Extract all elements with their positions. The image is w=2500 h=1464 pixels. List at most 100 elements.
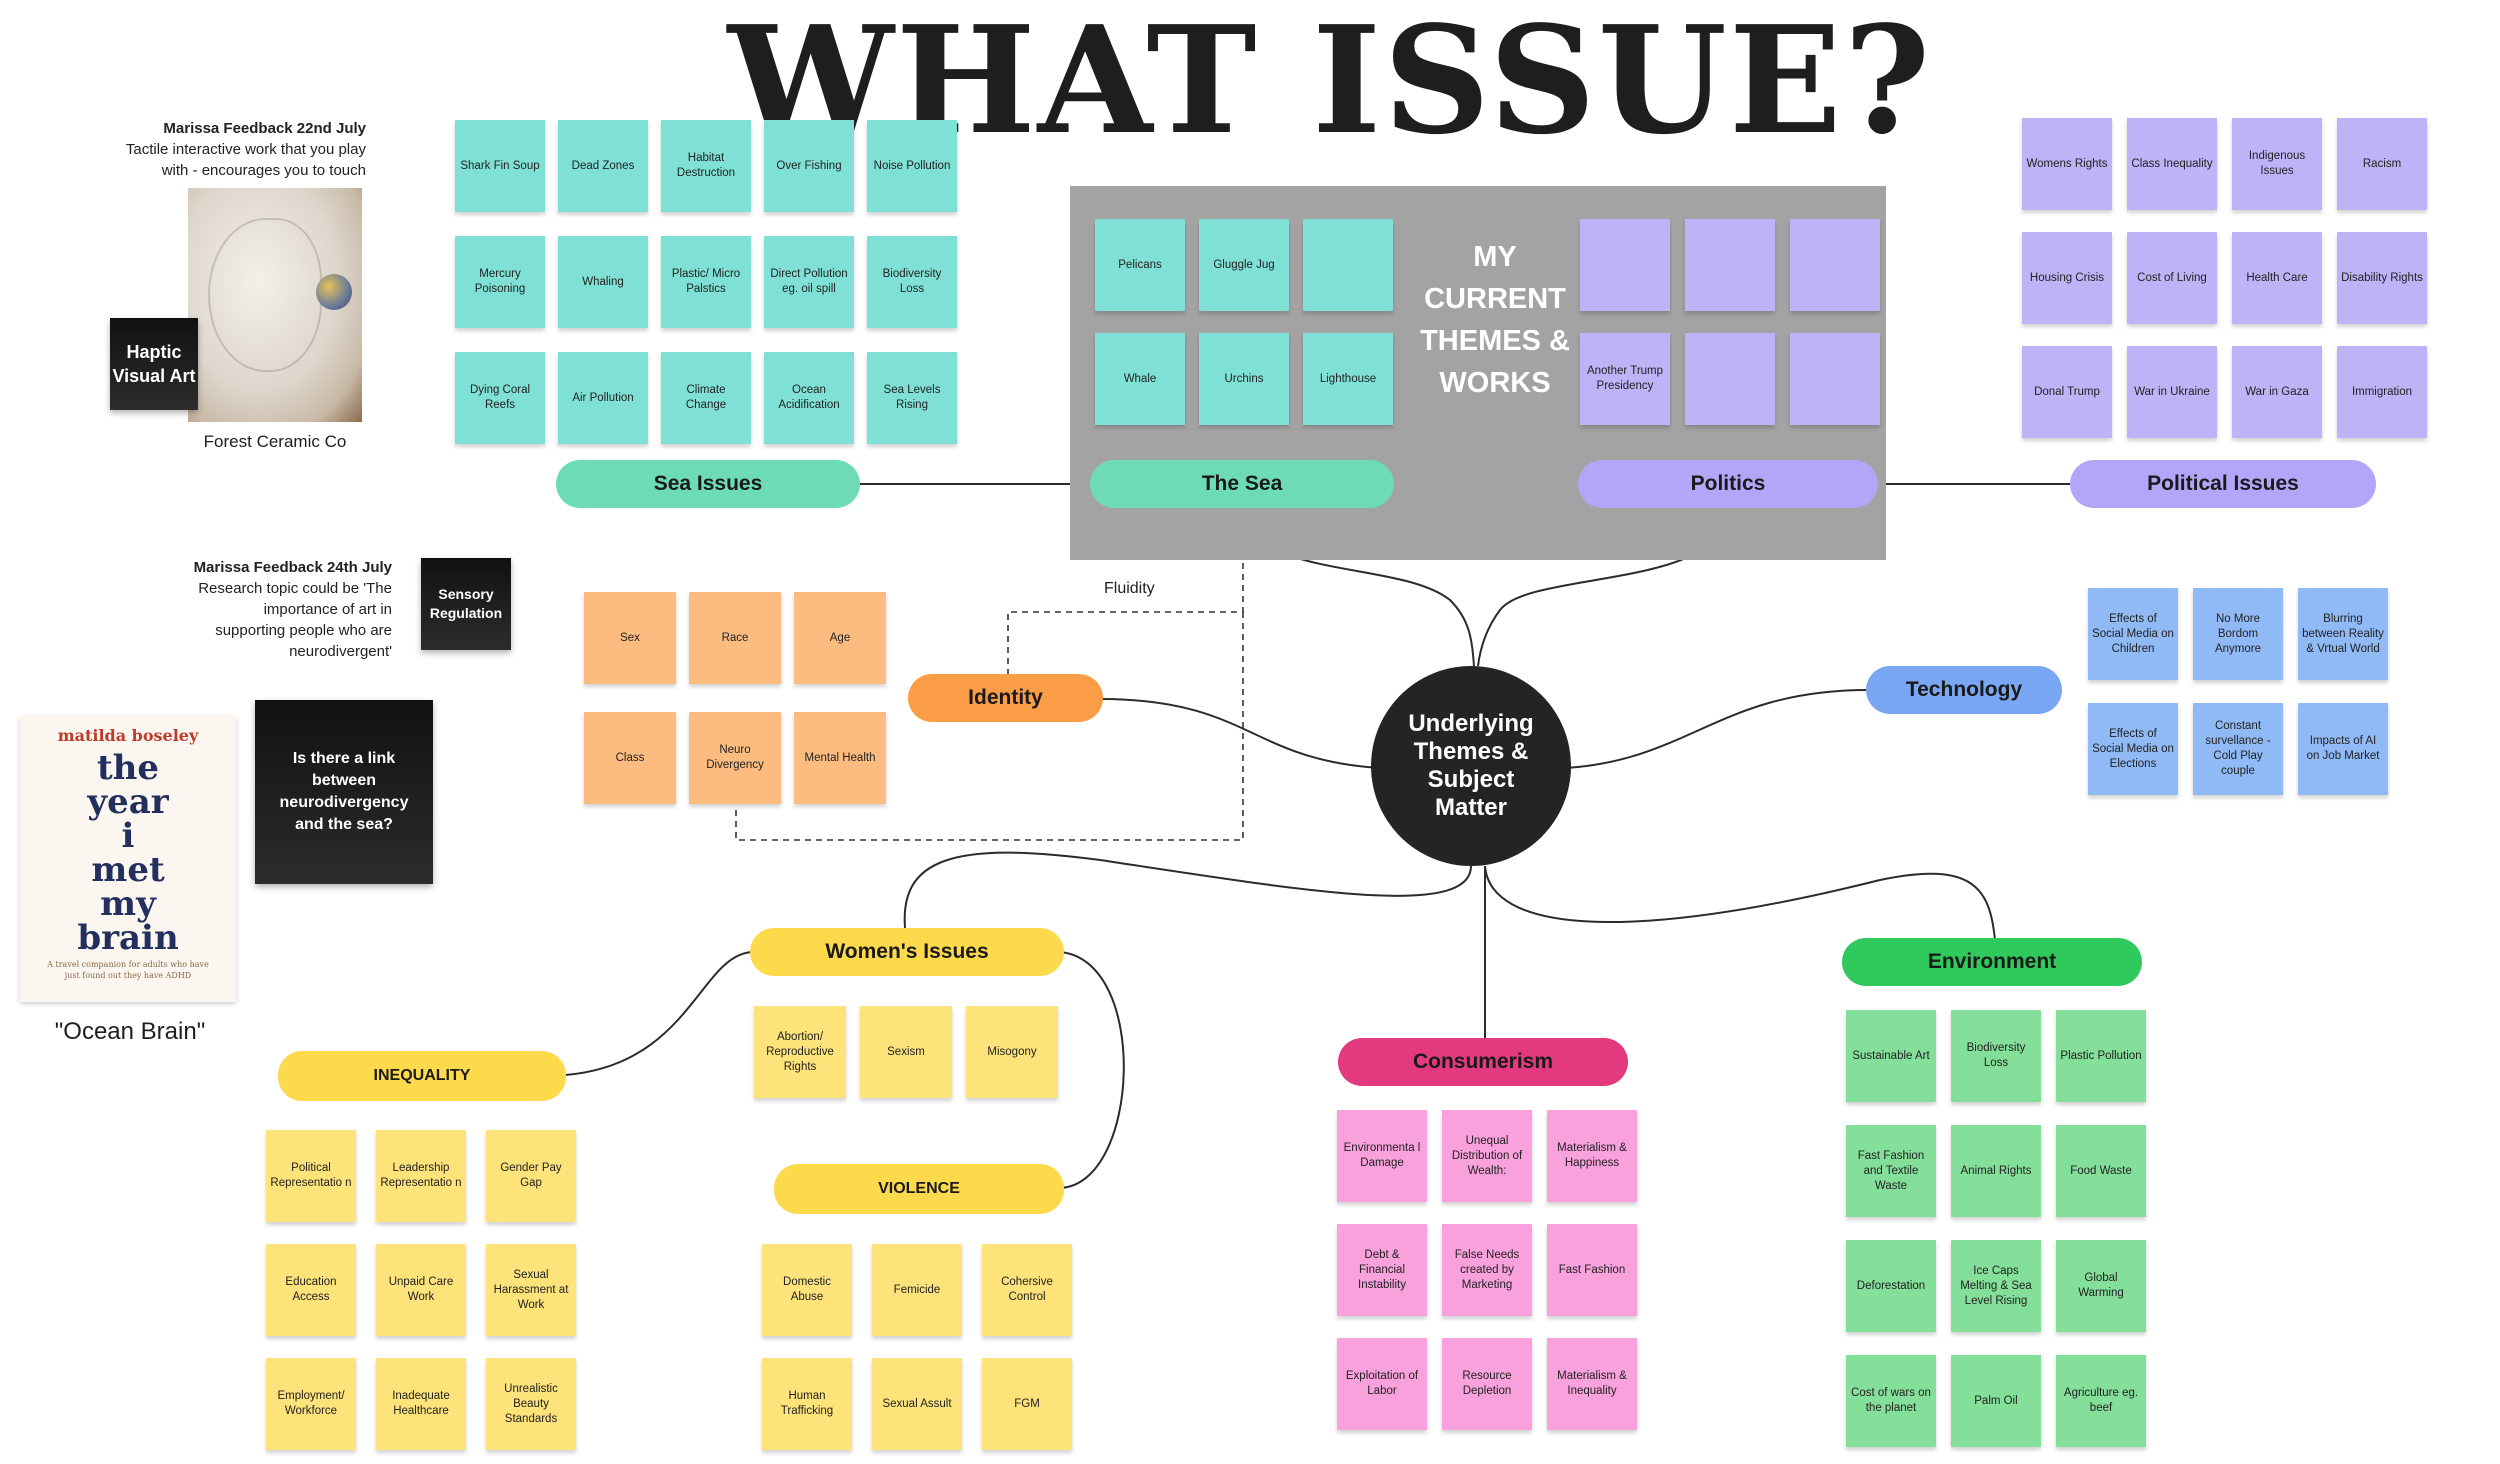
the-sea-pill[interactable]: The Sea (1090, 460, 1394, 508)
technology-pill[interactable]: Technology (1866, 666, 2062, 714)
sticky-note[interactable]: Animal Rights (1951, 1125, 2041, 1217)
sticky-note[interactable]: Resource Depletion (1442, 1338, 1532, 1430)
sticky-note[interactable]: Biodiversity Loss (1951, 1010, 2041, 1102)
sticky-note[interactable]: Environmenta l Damage (1337, 1110, 1427, 1202)
sticky-note[interactable]: Immigration (2337, 346, 2427, 438)
sticky-note[interactable]: Gender Pay Gap (486, 1130, 576, 1222)
sticky-note[interactable]: Materialism & Happiness (1547, 1110, 1637, 1202)
sticky-note[interactable] (1790, 219, 1880, 311)
inequality-pill[interactable]: INEQUALITY (278, 1051, 566, 1101)
sticky-note[interactable]: Fast Fashion (1547, 1224, 1637, 1316)
womens-issues-pill[interactable]: Women's Issues (750, 928, 1064, 976)
sticky-note[interactable]: No More Bordom Anymore (2193, 588, 2283, 680)
sticky-note[interactable]: Sexual Assult (872, 1358, 962, 1450)
sticky-note[interactable]: Employment/ Workforce (266, 1358, 356, 1450)
sticky-note[interactable]: Lighthouse (1303, 333, 1393, 425)
sticky-note[interactable]: Food Waste (2056, 1125, 2146, 1217)
sticky-note[interactable]: Dying Coral Reefs (455, 352, 545, 444)
sticky-note[interactable]: Direct Pollution eg. oil spill (764, 236, 854, 328)
sticky-note[interactable]: Plastic Pollution (2056, 1010, 2146, 1102)
sticky-note[interactable]: Neuro Divergency (689, 712, 781, 804)
sticky-note[interactable]: Blurring between Reality & Vrtual World (2298, 588, 2388, 680)
sticky-note[interactable]: Abortion/ Reproductive Rights (754, 1006, 846, 1098)
sticky-note[interactable] (1790, 333, 1880, 425)
sticky-note[interactable]: Disability Rights (2337, 232, 2427, 324)
sticky-note[interactable]: Class Inequality (2127, 118, 2217, 210)
sticky-note[interactable]: Class (584, 712, 676, 804)
consumerism-pill[interactable]: Consumerism (1338, 1038, 1628, 1086)
sticky-note[interactable]: Dead Zones (558, 120, 648, 212)
sticky-note[interactable]: Age (794, 592, 886, 684)
sticky-note[interactable]: Sustainable Art (1846, 1010, 1936, 1102)
sticky-note[interactable]: Mental Health (794, 712, 886, 804)
sticky-note[interactable]: Unrealistic Beauty Standards (486, 1358, 576, 1450)
sticky-note[interactable]: Agriculture eg. beef (2056, 1355, 2146, 1447)
sticky-note[interactable]: Constant survellance - Cold Play couple (2193, 703, 2283, 795)
sticky-note[interactable]: War in Ukraine (2127, 346, 2217, 438)
sticky-note[interactable]: Another Trump Presidency (1580, 333, 1670, 425)
sticky-note[interactable]: Mercury Poisoning (455, 236, 545, 328)
sticky-note[interactable]: Domestic Abuse (762, 1244, 852, 1336)
sticky-note[interactable]: Debt & Financial Instability (1337, 1224, 1427, 1316)
sticky-note[interactable]: Education Access (266, 1244, 356, 1336)
violence-pill[interactable]: VIOLENCE (774, 1164, 1064, 1214)
sticky-note[interactable]: Ice Caps Melting & Sea Level Rising (1951, 1240, 2041, 1332)
sticky-note[interactable] (1303, 219, 1393, 311)
sticky-note[interactable]: Health Care (2232, 232, 2322, 324)
sticky-note[interactable]: Cohersive Control (982, 1244, 1072, 1336)
sticky-note[interactable]: Housing Crisis (2022, 232, 2112, 324)
sticky-note[interactable]: Inadequate Healthcare (376, 1358, 466, 1450)
sticky-note[interactable]: Air Pollution (558, 352, 648, 444)
environment-pill[interactable]: Environment (1842, 938, 2142, 986)
sticky-note[interactable]: Climate Change (661, 352, 751, 444)
sticky-note[interactable]: Exploitation of Labor (1337, 1338, 1427, 1430)
sticky-note[interactable]: FGM (982, 1358, 1072, 1450)
sticky-note[interactable]: Indigenous Issues (2232, 118, 2322, 210)
sticky-note[interactable]: Whaling (558, 236, 648, 328)
sticky-note[interactable]: Global Warming (2056, 1240, 2146, 1332)
sticky-note[interactable]: Sex (584, 592, 676, 684)
sticky-note[interactable]: Donal Trump (2022, 346, 2112, 438)
politics-pill[interactable]: Politics (1578, 460, 1878, 508)
sticky-note[interactable]: Cost of wars on the planet (1846, 1355, 1936, 1447)
sticky-note[interactable]: Impacts of AI on Job Market (2298, 703, 2388, 795)
sticky-note[interactable]: Unpaid Care Work (376, 1244, 466, 1336)
sticky-note[interactable]: Plastic/ Micro Palstics (661, 236, 751, 328)
sticky-note[interactable]: Whale (1095, 333, 1185, 425)
sticky-note[interactable]: Fast Fashion and Textile Waste (1846, 1125, 1936, 1217)
sticky-note[interactable]: Palm Oil (1951, 1355, 2041, 1447)
sticky-note[interactable]: Gluggle Jug (1199, 219, 1289, 311)
sticky-note[interactable]: Urchins (1199, 333, 1289, 425)
sticky-note[interactable]: Leadership Representatio n (376, 1130, 466, 1222)
sticky-note[interactable]: Sexism (860, 1006, 952, 1098)
sticky-note[interactable]: Noise Pollution (867, 120, 957, 212)
sticky-note[interactable]: Racism (2337, 118, 2427, 210)
sticky-note[interactable]: Femicide (872, 1244, 962, 1336)
sticky-note[interactable]: Womens Rights (2022, 118, 2112, 210)
sticky-note[interactable]: Effects of Social Media on Children (2088, 588, 2178, 680)
sticky-note[interactable]: Cost of Living (2127, 232, 2217, 324)
sticky-note[interactable]: Pelicans (1095, 219, 1185, 311)
sticky-note[interactable]: Biodiversity Loss (867, 236, 957, 328)
sticky-note[interactable] (1685, 219, 1775, 311)
sticky-note[interactable]: False Needs created by Marketing (1442, 1224, 1532, 1316)
sticky-note[interactable]: Materialism & Inequality (1547, 1338, 1637, 1430)
identity-pill[interactable]: Identity (908, 674, 1103, 722)
sticky-note[interactable]: Unequal Distribution of Wealth: (1442, 1110, 1532, 1202)
sticky-note[interactable] (1685, 333, 1775, 425)
sticky-note[interactable]: Political Representatio n (266, 1130, 356, 1222)
sticky-note[interactable]: Ocean Acidification (764, 352, 854, 444)
sticky-note[interactable]: War in Gaza (2232, 346, 2322, 438)
political-issues-pill[interactable]: Political Issues (2070, 460, 2376, 508)
center-node[interactable]: Underlying Themes & Subject Matter (1371, 666, 1571, 866)
sticky-note[interactable]: Human Trafficking (762, 1358, 852, 1450)
sticky-note[interactable]: Over Fishing (764, 120, 854, 212)
sea-issues-pill[interactable]: Sea Issues (556, 460, 860, 508)
sticky-note[interactable]: Sea Levels Rising (867, 352, 957, 444)
sticky-note[interactable]: Habitat Destruction (661, 120, 751, 212)
sticky-note[interactable]: Effects of Social Media on Elections (2088, 703, 2178, 795)
sticky-note[interactable] (1580, 219, 1670, 311)
sticky-note[interactable]: Race (689, 592, 781, 684)
sticky-note[interactable]: Shark Fin Soup (455, 120, 545, 212)
sticky-note[interactable]: Deforestation (1846, 1240, 1936, 1332)
